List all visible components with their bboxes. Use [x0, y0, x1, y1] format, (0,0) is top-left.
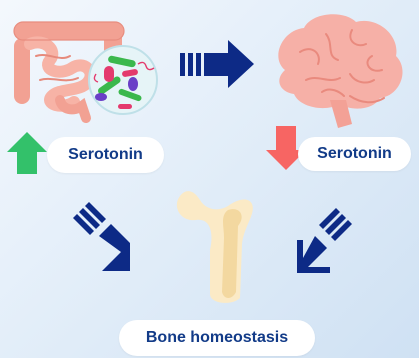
arrow-diagonal-icon	[297, 208, 352, 273]
serotonin-brain-label: Serotonin	[298, 137, 411, 171]
serotonin-brain-text: Serotonin	[317, 145, 392, 163]
arrow-right-icon	[180, 40, 254, 88]
bone-icon	[177, 191, 253, 303]
arrow-diagonal-icon	[73, 202, 130, 271]
arrow-up-icon	[7, 132, 47, 174]
brain-icon	[278, 14, 402, 128]
bacteria-icon	[89, 46, 157, 114]
bone-homeostasis-text: Bone homeostasis	[146, 329, 288, 347]
bone-homeostasis-label: Bone homeostasis	[119, 320, 315, 356]
serotonin-gut-text: Serotonin	[68, 146, 143, 164]
serotonin-gut-label: Serotonin	[47, 137, 164, 173]
